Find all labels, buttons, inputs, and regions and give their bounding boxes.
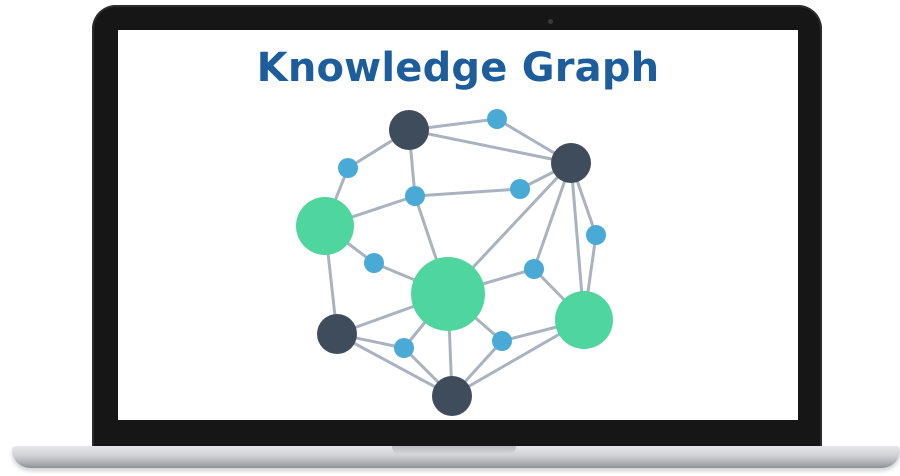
knowledge-graph-diagram bbox=[296, 109, 613, 416]
graph-nodes bbox=[296, 109, 613, 416]
graph-node-blue bbox=[487, 109, 507, 129]
graph-edge bbox=[335, 332, 454, 398]
graph-node-blue bbox=[364, 253, 384, 273]
laptop-screen: Knowledge Graph bbox=[118, 30, 798, 420]
graph-edge bbox=[407, 128, 573, 165]
laptop-base bbox=[12, 446, 900, 468]
graph-node-blue bbox=[338, 158, 358, 178]
page-title: Knowledge Graph bbox=[256, 45, 660, 91]
camera-icon bbox=[548, 19, 553, 24]
graph-node-dark bbox=[389, 110, 429, 150]
graph-edge bbox=[413, 187, 522, 198]
graph-node-blue bbox=[405, 186, 425, 206]
graph-node-dark bbox=[317, 314, 357, 354]
graph-node-dark bbox=[432, 376, 472, 416]
graph-node-blue bbox=[524, 259, 544, 279]
graph-node-green bbox=[296, 197, 354, 255]
graph-node-green bbox=[411, 257, 485, 331]
graph-node-blue bbox=[586, 225, 606, 245]
graph-node-blue bbox=[510, 179, 530, 199]
graph-node-dark bbox=[551, 143, 591, 183]
graph-node-blue bbox=[394, 338, 414, 358]
graph-node-blue bbox=[492, 331, 512, 351]
laptop-notch bbox=[392, 446, 516, 455]
graph-node-green bbox=[555, 291, 613, 349]
